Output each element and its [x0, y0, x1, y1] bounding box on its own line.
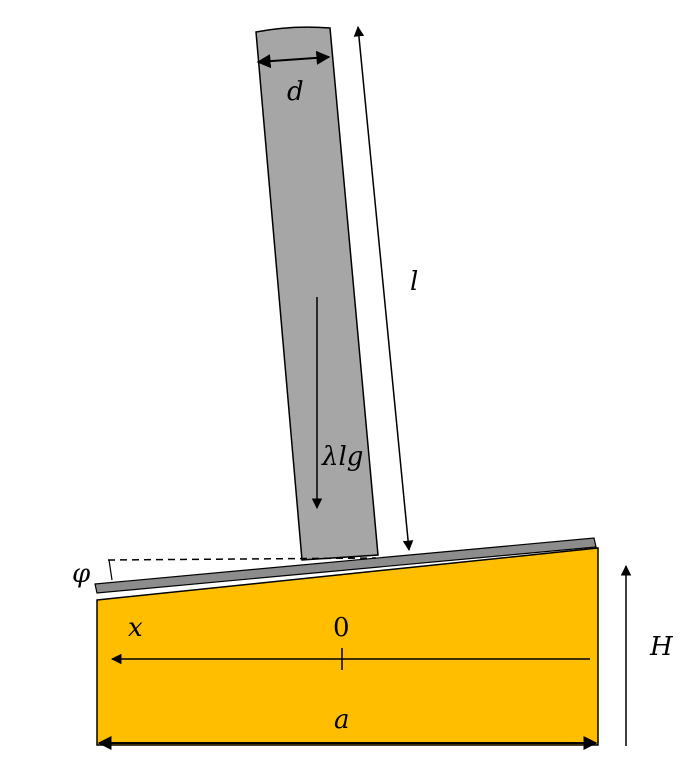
angle-marker [108, 559, 113, 581]
label-x: x [128, 613, 143, 643]
label-H: H [649, 632, 674, 662]
label-origin: 0 [333, 613, 350, 643]
length-arrow [353, 25, 414, 552]
label-d: d [287, 77, 304, 107]
label-a: a [334, 705, 350, 735]
label-l: l [410, 267, 418, 297]
label-phi: φ [72, 559, 91, 589]
tilted-plate [94, 537, 597, 594]
width-arrow [256, 50, 331, 69]
label-force: λlg [321, 442, 363, 472]
horizontal-reference-line [107, 557, 377, 561]
wedge-block [96, 547, 599, 746]
